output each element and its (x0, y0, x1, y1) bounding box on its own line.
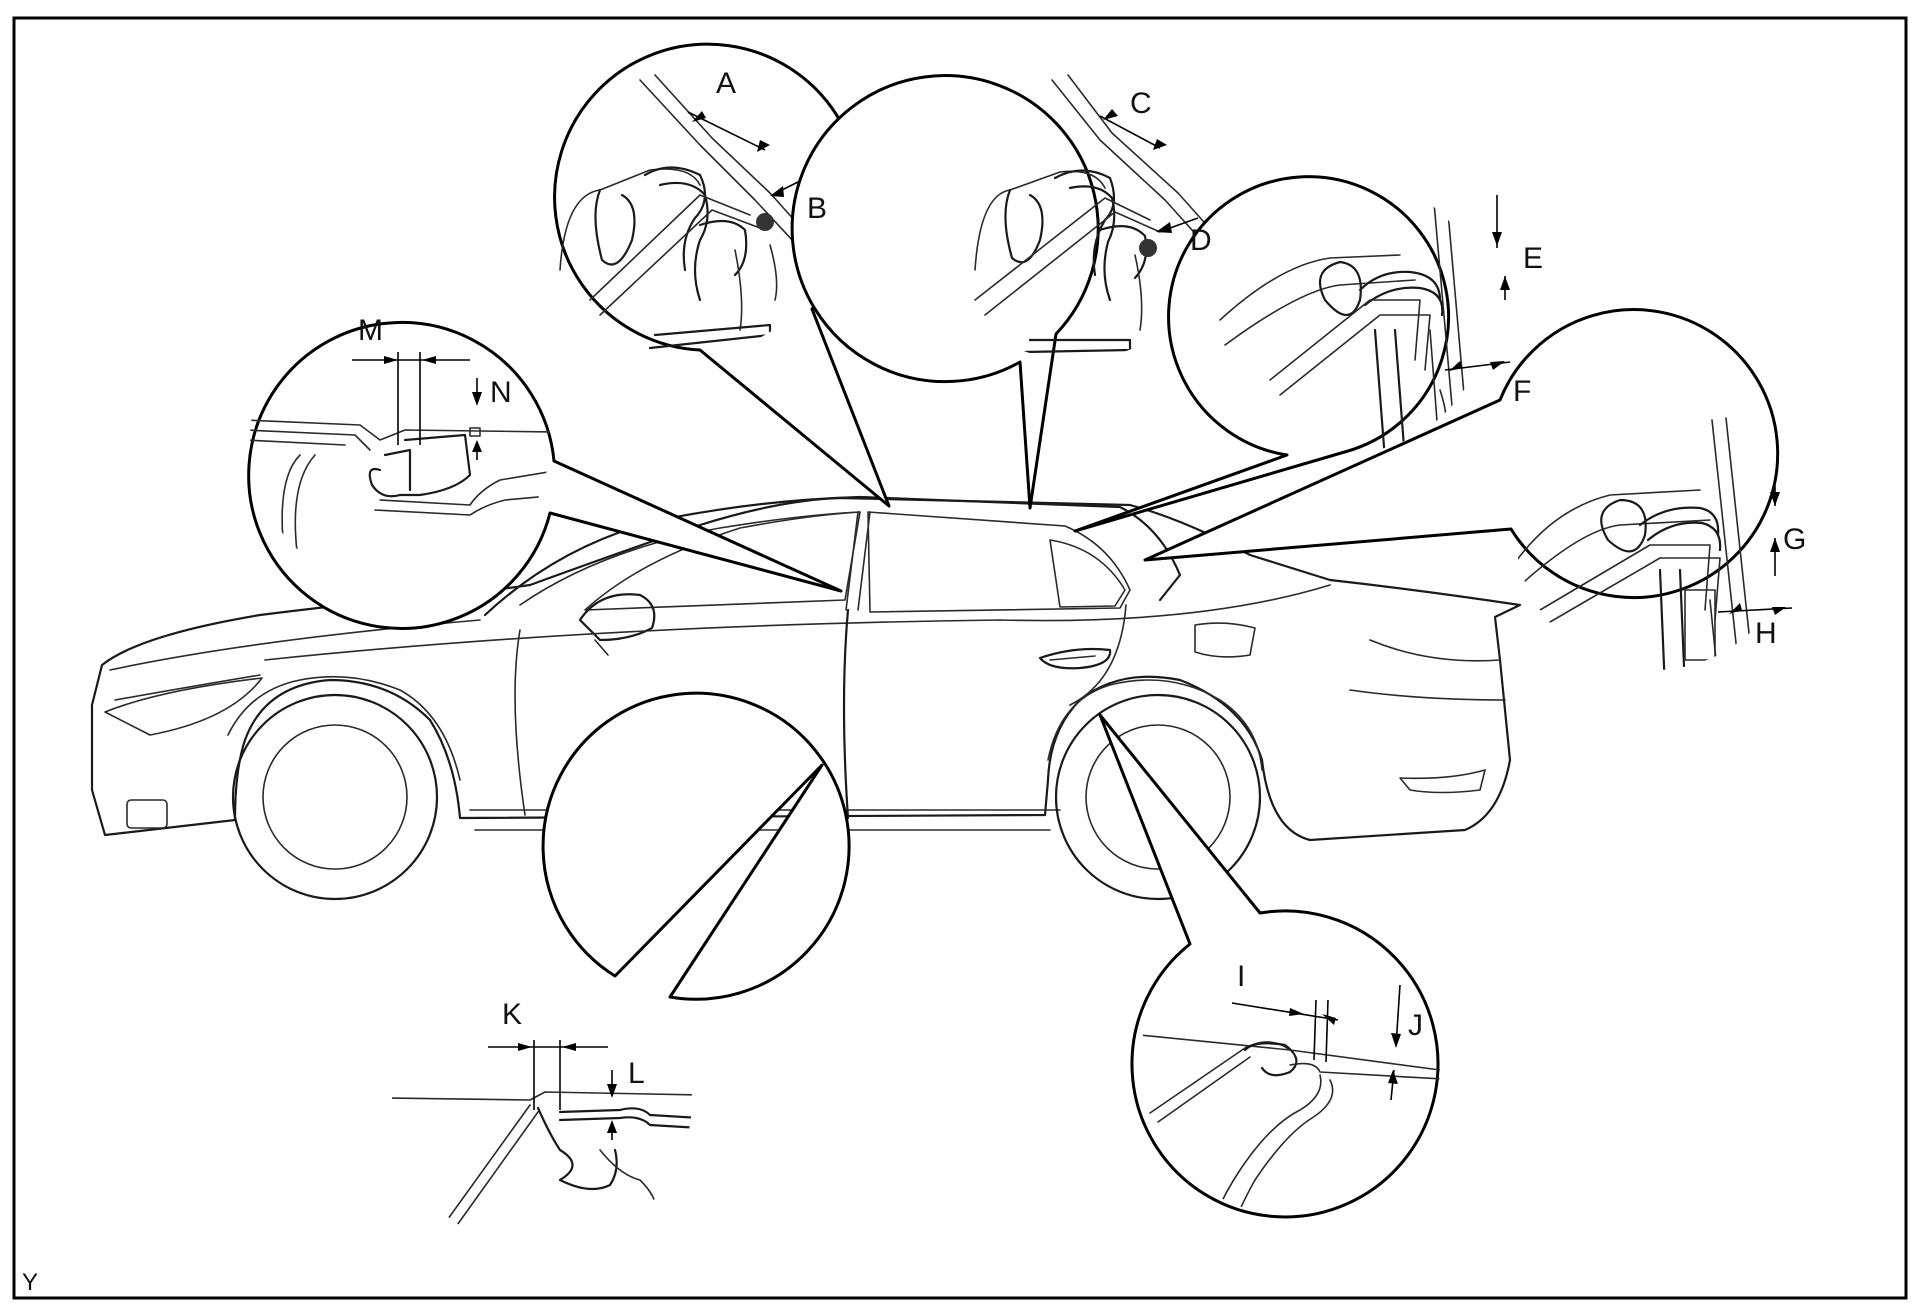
callout-label-l: L (628, 1057, 645, 1090)
callout-bubble-m-n (247, 320, 843, 630)
seal-detail-c-d (974, 74, 1221, 354)
callout-label-f: F (1513, 375, 1531, 408)
callout-label-i: I (1237, 960, 1245, 993)
callout-label-k: K (502, 998, 522, 1031)
callout-label-e: E (1523, 242, 1543, 275)
car-side-view (90, 495, 1522, 901)
callout-label-d: D (1190, 224, 1212, 257)
seal-detail-k-l (392, 1091, 692, 1236)
callout-label-g: G (1783, 523, 1806, 556)
callout-bubble-c-d (790, 74, 1221, 510)
callout-bubble-k-l (392, 691, 851, 1236)
callout-label-b: B (807, 192, 827, 225)
callout-label-c: C (1130, 87, 1152, 120)
callout-label-j: J (1408, 1009, 1423, 1042)
callout-label-m: M (358, 314, 383, 347)
figure-frame (12, 16, 1908, 1300)
callout-label-a: A (716, 67, 736, 100)
callout-label-h: H (1755, 617, 1777, 650)
callout-bubble-i-j (1098, 713, 1440, 1219)
callout-bubble-e-f (1073, 175, 1511, 533)
figure-code: Y (22, 1269, 38, 1296)
callout-label-n: N (490, 376, 512, 409)
seal-detail-e-f (1219, 177, 1469, 453)
